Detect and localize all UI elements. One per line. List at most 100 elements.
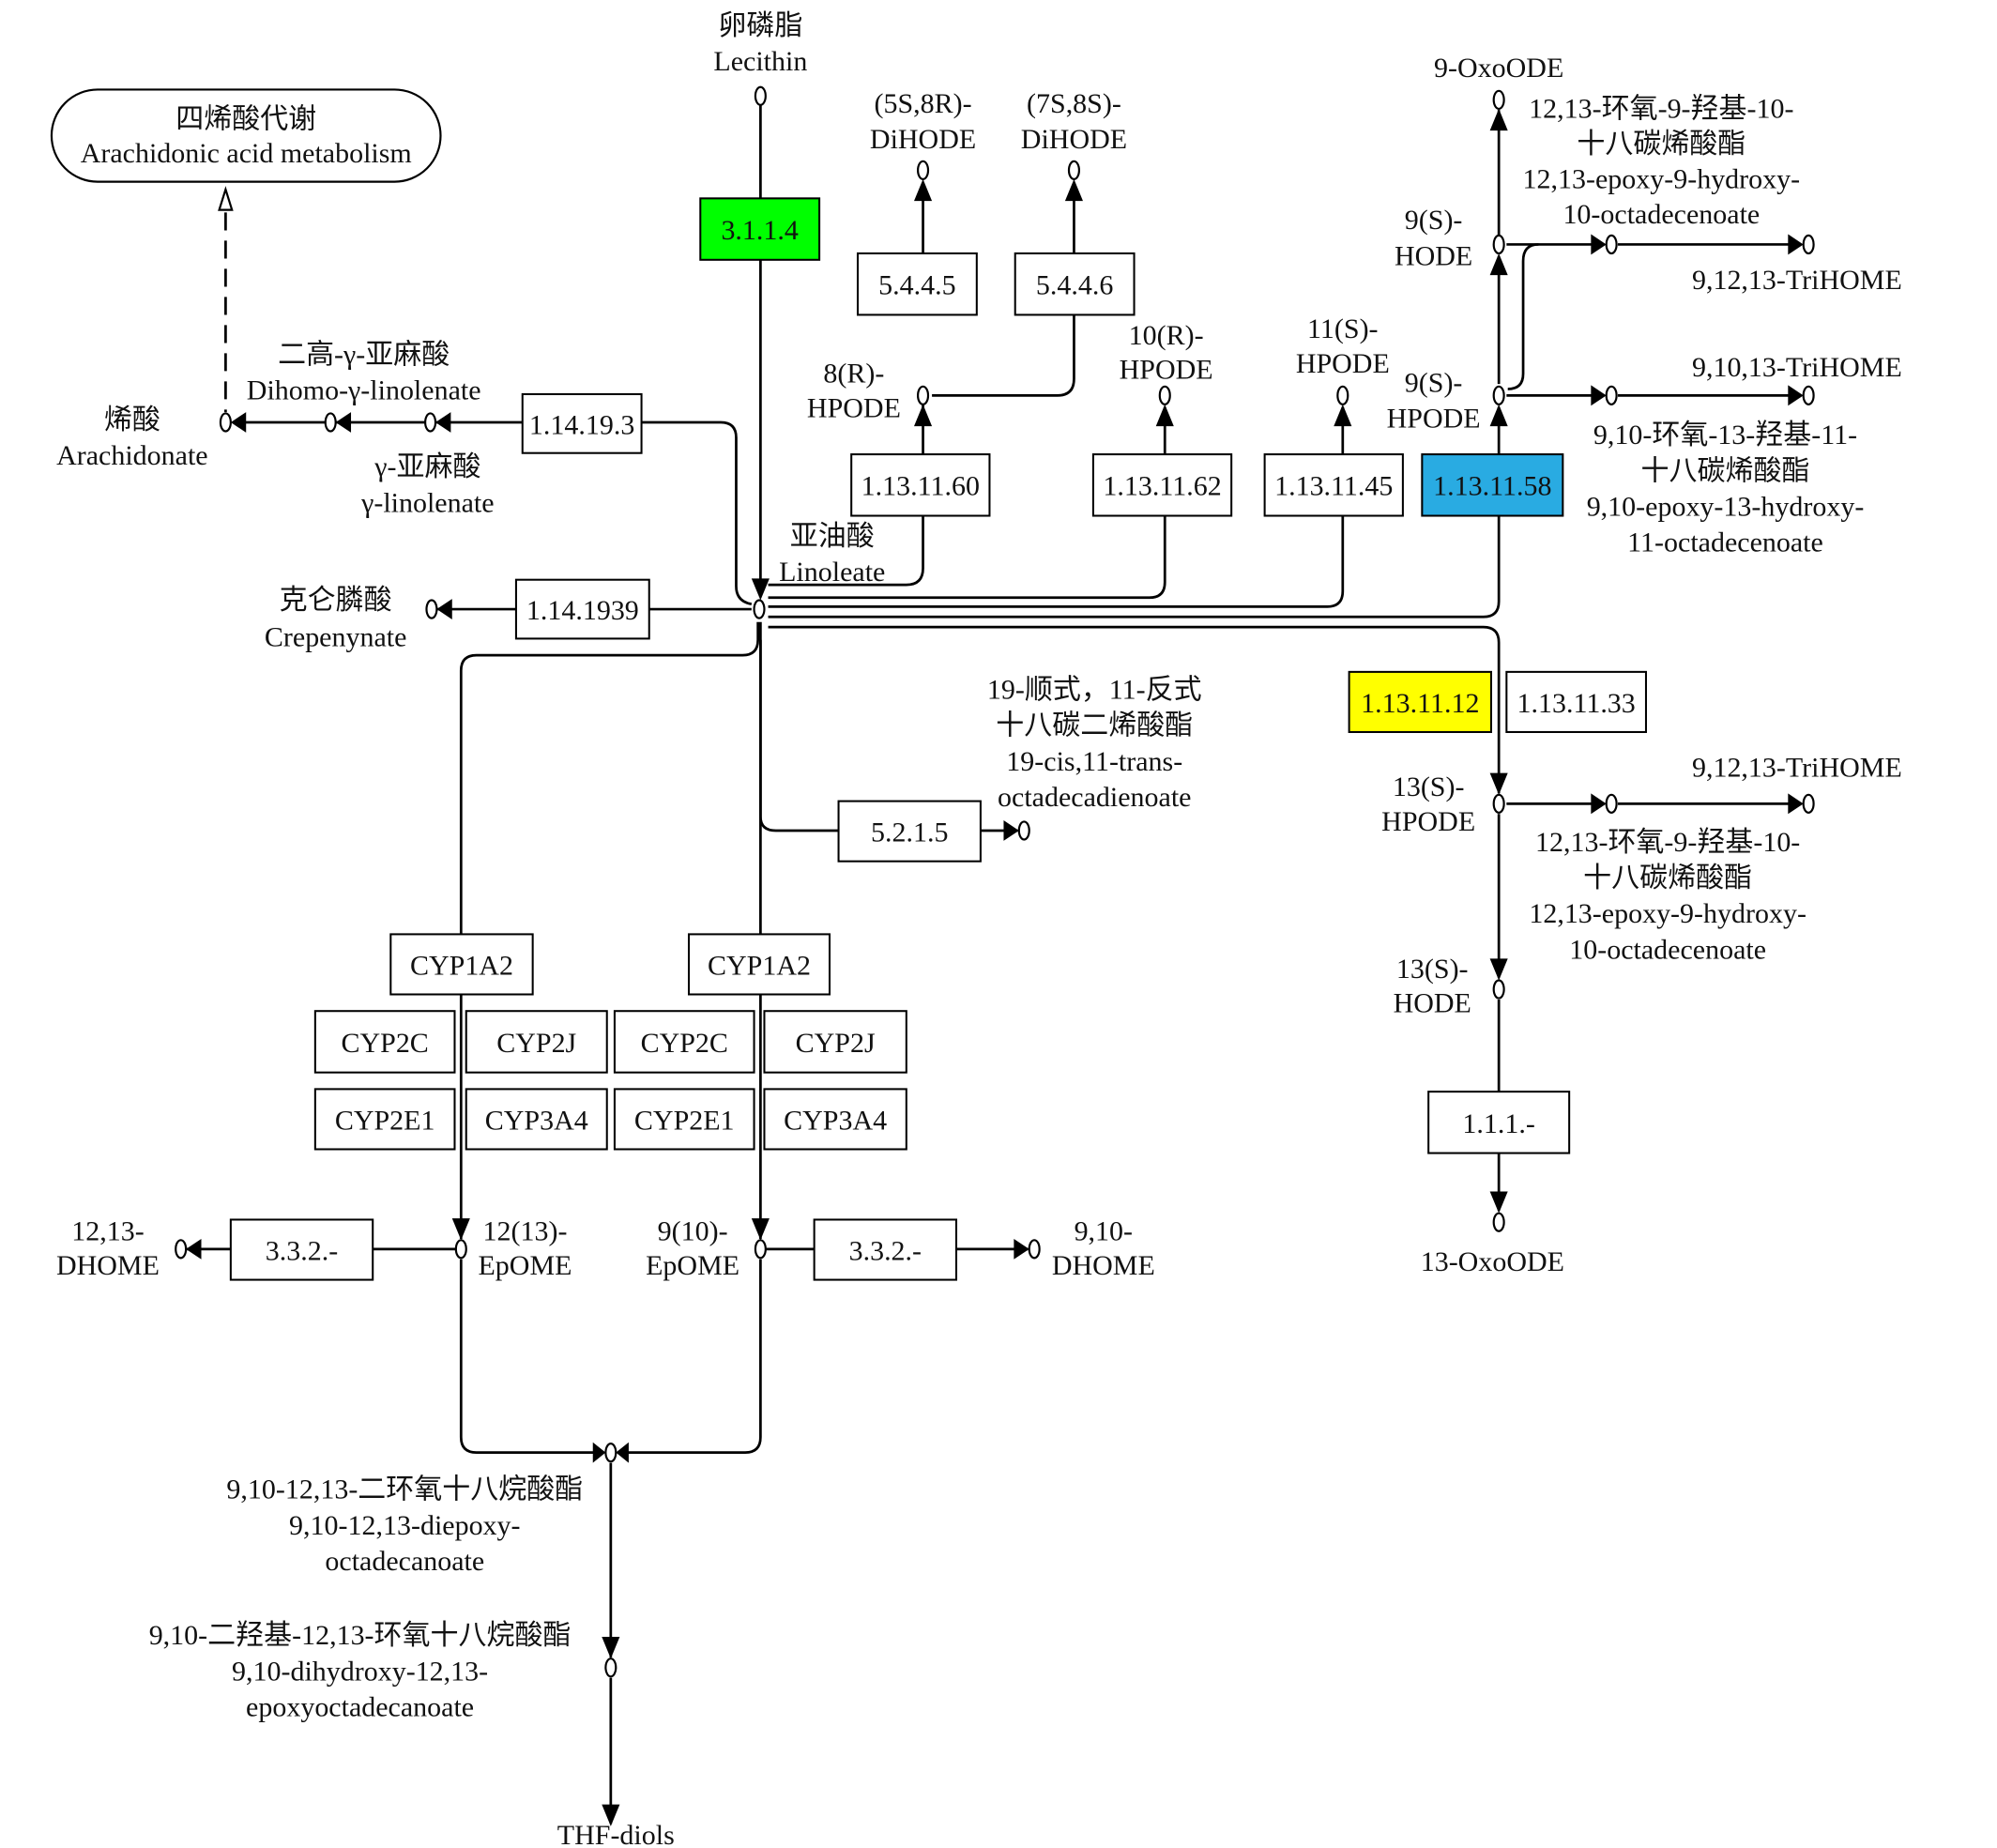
reaction-line [768,625,1501,794]
map-link-box[interactable] [50,88,442,183]
enzyme-cyp1a2_a[interactable]: CYP1A2 [389,933,534,996]
enzyme-label: CYP1A2 [708,950,811,981]
compound-node-diepoxy[interactable] [604,1443,617,1463]
compound-label-hode9s: 9(S)-HODE [1395,205,1472,271]
enzyme-e114193[interactable]: 1.14.19.3 [521,392,643,454]
enzyme-e1131133[interactable]: 1.13.11.33 [1505,670,1647,733]
enzyme-cyp2e1_a[interactable]: CYP2E1 [313,1088,456,1151]
enzyme-label: CYP2E1 [335,1105,435,1136]
compound-node-oxoode9[interactable] [1492,89,1505,110]
enzyme-e1141939[interactable]: 1.14.1939 [514,578,650,640]
enzyme-cyp3a4_b[interactable]: CYP3A4 [763,1088,907,1151]
enzyme-e54446[interactable]: 5.4.4.6 [1014,252,1136,316]
enzyme-e3114[interactable]: 3.1.1.4 [699,197,821,261]
compound-label-line: 9,10-二羟基-12,13-环氧十八烷酸酯 [149,1620,572,1651]
compound-node-cis_trans[interactable] [1017,820,1030,841]
enzyme-box[interactable] [389,933,534,996]
enzyme-box[interactable] [850,453,991,517]
compound-node-oxoode13[interactable] [1492,1212,1505,1232]
compound-node-dihode78[interactable] [1067,160,1080,180]
enzyme-cyp2j_b[interactable]: CYP2J [763,1010,907,1074]
compound-node-hpode13s[interactable] [1492,793,1505,814]
enzyme-label: 1.13.11.12 [1361,688,1479,719]
enzyme-cyp1a2_b[interactable]: CYP1A2 [687,933,831,996]
enzyme-box[interactable] [763,1088,907,1151]
enzyme-e1131158[interactable]: 1.13.11.58 [1421,453,1564,517]
enzyme-box[interactable] [521,392,643,454]
compound-label-line: HODE [1394,988,1471,1019]
compound-node-epoxyhydroxy_b[interactable] [1605,385,1618,405]
compound-node-trihome_b[interactable] [1802,385,1815,405]
compound-node-dihomo[interactable] [324,412,337,433]
compound-label-line: 10-octadecenoate [1569,934,1766,965]
compound-node-hpode10r[interactable] [1158,385,1171,405]
compound-node-hode9s[interactable] [1492,234,1505,255]
enzyme-box[interactable] [763,1010,907,1074]
enzyme-box[interactable] [229,1218,374,1281]
enzyme-cyp2e1_b[interactable]: CYP2E1 [613,1088,755,1151]
enzyme-box[interactable] [613,1088,755,1151]
enzyme-e3332_b[interactable]: 3.3.2.- [813,1218,958,1281]
enzyme-e111[interactable]: 1.1.1.- [1427,1091,1571,1154]
compound-label-line: HPODE [1381,806,1475,837]
enzyme-e1131112[interactable]: 1.13.11.12 [1348,670,1492,733]
compound-node-epoxyhydroxy_c[interactable] [1605,793,1618,814]
enzyme-cyp2c_b[interactable]: CYP2C [613,1010,755,1074]
compound-node-epoxyhydroxy_a[interactable] [1605,234,1618,255]
enzyme-e1131162[interactable]: 1.13.11.62 [1091,453,1233,517]
enzyme-e3332_a[interactable]: 3.3.2.- [229,1218,374,1281]
enzyme-box[interactable] [514,578,650,640]
compound-node-epome12[interactable] [454,1239,467,1260]
enzyme-box[interactable] [813,1218,958,1281]
enzyme-box[interactable] [856,252,978,316]
enzyme-box[interactable] [1421,453,1564,517]
enzyme-cyp2c_a[interactable]: CYP2C [313,1010,456,1074]
enzyme-e54445[interactable]: 5.4.4.5 [856,252,978,316]
enzyme-box[interactable] [699,197,821,261]
compound-node-trihome_a[interactable] [1802,234,1815,255]
enzyme-box[interactable] [837,800,982,863]
enzyme-box[interactable] [1014,252,1136,316]
compound-node-dihode58[interactable] [917,160,930,180]
enzyme-box[interactable] [1348,670,1492,733]
enzyme-box[interactable] [687,933,831,996]
enzyme-box[interactable] [465,1088,608,1151]
map-link-arachidonic-acid[interactable]: 四烯酸代谢 Arachidonic acid metabolism [50,88,442,183]
enzyme-box[interactable] [613,1010,755,1074]
enzyme-e1131145[interactable]: 1.13.11.45 [1263,453,1404,517]
arrowhead-icon [1788,385,1804,406]
compound-node-trihome_c[interactable] [1802,793,1815,814]
compound-node-hpode11s[interactable] [1336,385,1349,405]
compound-node-epome9[interactable] [754,1239,767,1260]
compound-label-line: octadecadienoate [998,782,1191,813]
compound-node-arachidonate[interactable] [219,412,232,433]
enzyme-e1131160[interactable]: 1.13.11.60 [850,453,991,517]
compound-label-line: 克仑膦酸 [280,585,392,616]
compound-node-lecithin[interactable] [754,85,767,106]
compound-label-line: 9-OxoODE [1434,53,1563,84]
enzyme-box[interactable] [1263,453,1404,517]
compound-node-linoleate[interactable] [753,599,766,619]
enzyme-box[interactable] [313,1010,456,1074]
enzyme-box[interactable] [1505,670,1647,733]
compound-node-glinolenate[interactable] [424,412,437,433]
enzyme-cyp2j_a[interactable]: CYP2J [465,1010,608,1074]
compound-node-hode13s[interactable] [1492,979,1505,1000]
compound-label-line: 9(S)- [1405,205,1463,236]
enzyme-e5215[interactable]: 5.2.1.5 [837,800,982,863]
compound-node-dihydroxy[interactable] [604,1657,617,1678]
compound-node-hpode8r[interactable] [917,385,930,405]
compound-node-crepenynate[interactable] [425,599,438,619]
compound-label-line: 9,10-环氧-13-羟基-11- [1593,420,1857,451]
enzyme-box[interactable] [1091,453,1233,517]
enzyme-cyp3a4_a[interactable]: CYP3A4 [465,1088,608,1151]
compound-node-hpode9s[interactable] [1492,385,1505,405]
enzyme-box[interactable] [465,1010,608,1074]
enzyme-box[interactable] [1427,1091,1571,1154]
reaction-line [459,621,760,1239]
compound-node-dhome12[interactable] [175,1239,188,1260]
enzyme-box[interactable] [313,1088,456,1151]
compound-node-dhome9[interactable] [1028,1239,1041,1260]
compound-label-dihode58: (5S,8R)-DiHODE [870,88,976,155]
